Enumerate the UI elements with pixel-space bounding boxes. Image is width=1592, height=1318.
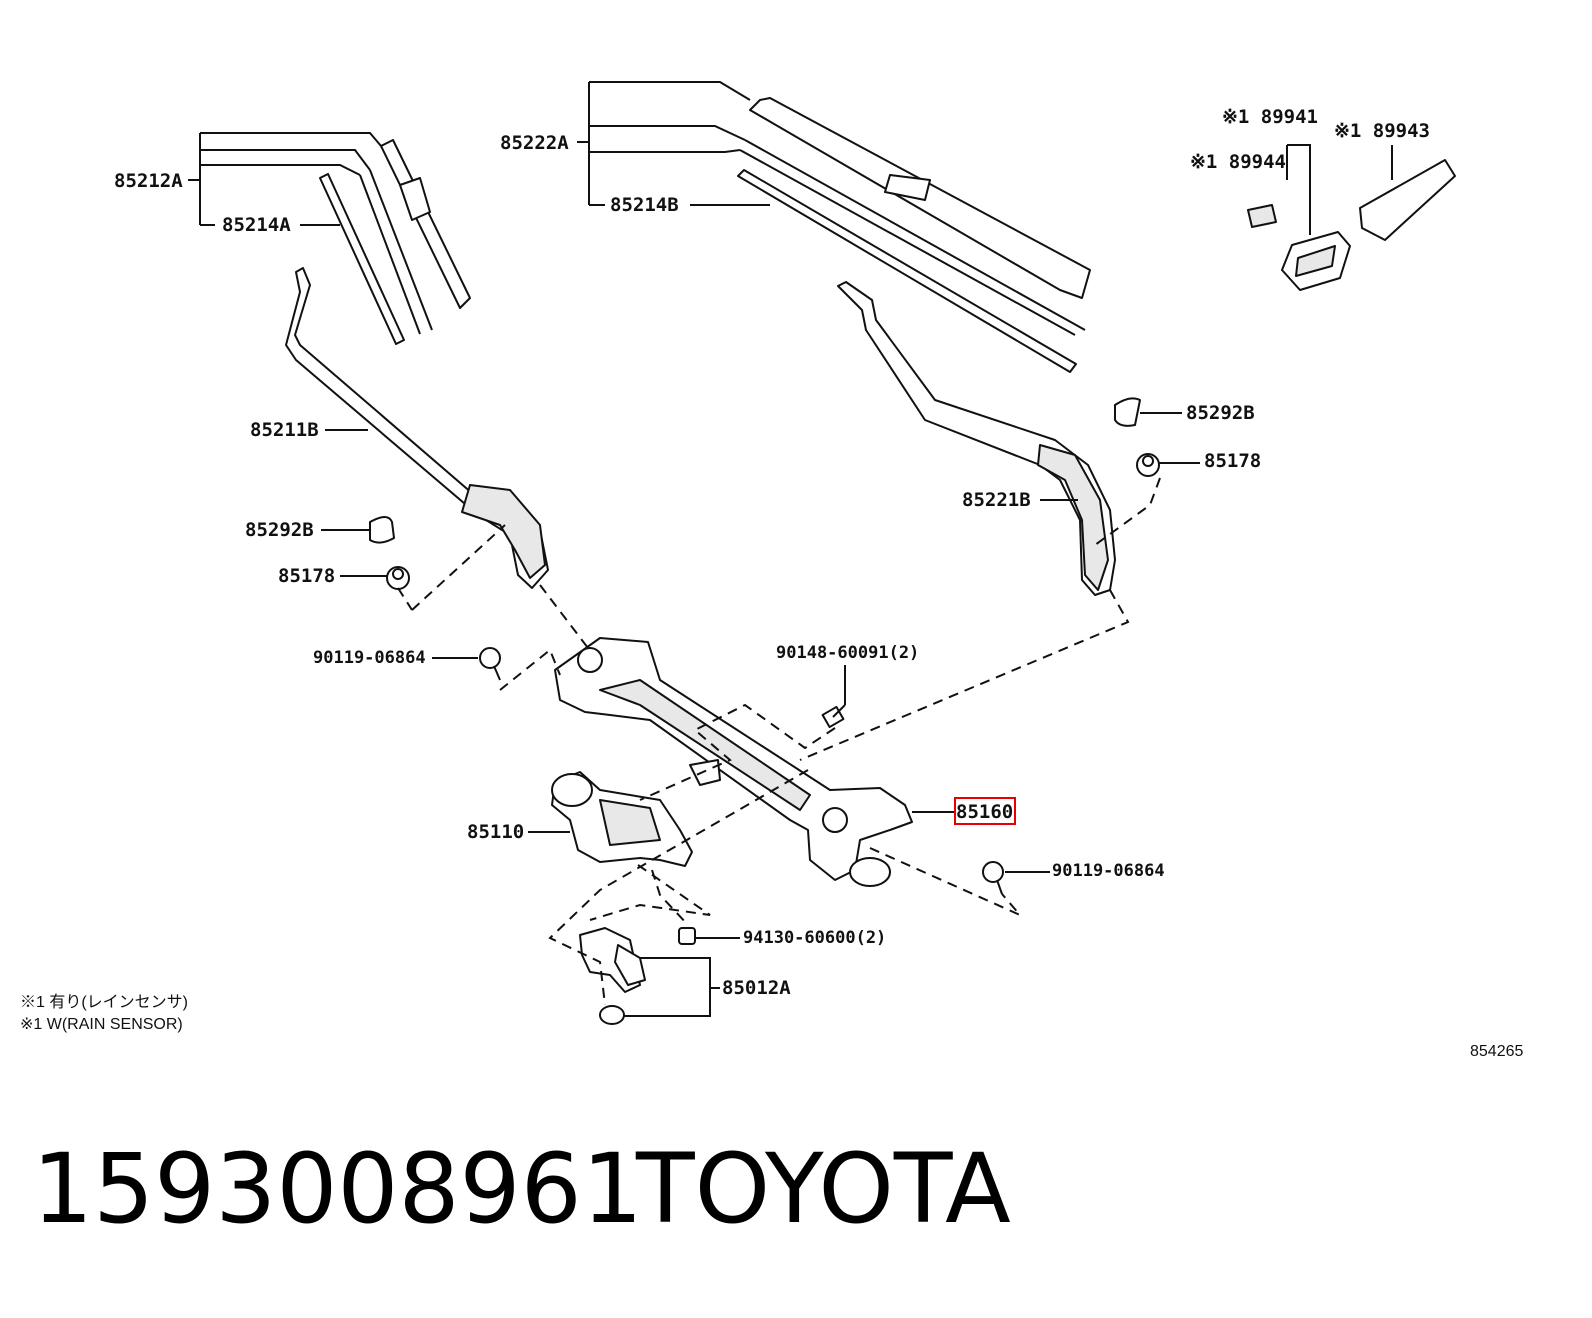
label-85292B-right[interactable]: 85292B — [1186, 402, 1255, 424]
label-90119-left[interactable]: 90119-06864 — [313, 648, 426, 668]
bolt-90119-right[interactable] — [982, 861, 1004, 895]
note-line-2: ※1 W(RAIN SENSOR) — [20, 1016, 183, 1033]
label-85222A[interactable]: 85222A — [500, 132, 569, 154]
notes: ※1 有り(レインセンサ) ※1 W(RAIN SENSOR) — [20, 993, 188, 1033]
label-89941[interactable]: ※1 89941 — [1222, 106, 1318, 128]
figure-code: 854265 — [1470, 1043, 1523, 1060]
right-arm-nut[interactable] — [1136, 453, 1160, 477]
right-arm-cap[interactable] — [1114, 397, 1141, 427]
leader-85212A — [188, 132, 382, 226]
footer-part-number: 1593008961 — [32, 1133, 643, 1245]
bolt-90119-left[interactable] — [479, 647, 501, 681]
leader-85222A — [577, 81, 751, 206]
label-94130[interactable]: 94130-60600(2) — [743, 928, 886, 948]
label-85212A[interactable]: 85212A — [114, 170, 183, 192]
motor-bracket[interactable] — [579, 927, 646, 1025]
label-85012A[interactable]: 85012A — [722, 977, 791, 999]
left-wiper-refill[interactable] — [319, 173, 405, 345]
leader-85012A — [624, 957, 720, 1017]
left-wiper-arm[interactable] — [285, 267, 549, 589]
assembly-lines — [397, 477, 1161, 1006]
highlight-85160 — [954, 797, 1016, 825]
label-85211B[interactable]: 85211B — [250, 419, 319, 441]
grommet-94130[interactable] — [678, 927, 696, 945]
wiper-linkage[interactable] — [554, 637, 913, 887]
label-90119-right[interactable]: 90119-06864 — [1052, 861, 1165, 881]
wiper-motor[interactable] — [551, 771, 693, 867]
rain-sensor-pad[interactable] — [1247, 204, 1277, 228]
left-wiper-blade[interactable] — [359, 139, 471, 335]
note-line-1: ※1 有り(レインセンサ) — [20, 993, 188, 1011]
left-arm-cap[interactable] — [369, 516, 395, 544]
left-arm-nut[interactable] — [386, 566, 410, 590]
rain-sensor-cover[interactable] — [1359, 159, 1456, 241]
label-85214B[interactable]: 85214B — [610, 194, 679, 216]
right-wiper-arm[interactable] — [837, 281, 1116, 596]
label-85214A[interactable]: 85214A — [222, 214, 291, 236]
bolt-90148[interactable] — [821, 704, 846, 729]
label-85178-right[interactable]: 85178 — [1204, 450, 1261, 472]
right-wiper-refill[interactable] — [737, 169, 1077, 373]
footer-brand: TOYOTA — [635, 1133, 1011, 1245]
label-90148[interactable]: 90148-60091(2) — [776, 643, 919, 663]
footer: 1593008961 TOYOTA — [32, 1133, 1011, 1245]
part-labels: 85212A 85214A 85222A 85214B 85211B 85292… — [114, 106, 1430, 999]
label-89944[interactable]: ※1 89944 — [1190, 151, 1286, 173]
rain-sensor-unit[interactable] — [1281, 231, 1351, 291]
right-wiper-blade[interactable] — [739, 97, 1091, 336]
label-85292B-left[interactable]: 85292B — [245, 519, 314, 541]
label-89943[interactable]: ※1 89943 — [1334, 120, 1430, 142]
label-85178-left[interactable]: 85178 — [278, 565, 335, 587]
label-85110[interactable]: 85110 — [467, 821, 524, 843]
label-85160[interactable]: 85160 — [956, 801, 1013, 823]
label-85221B[interactable]: 85221B — [962, 489, 1031, 511]
leader-89941 — [1286, 144, 1311, 235]
